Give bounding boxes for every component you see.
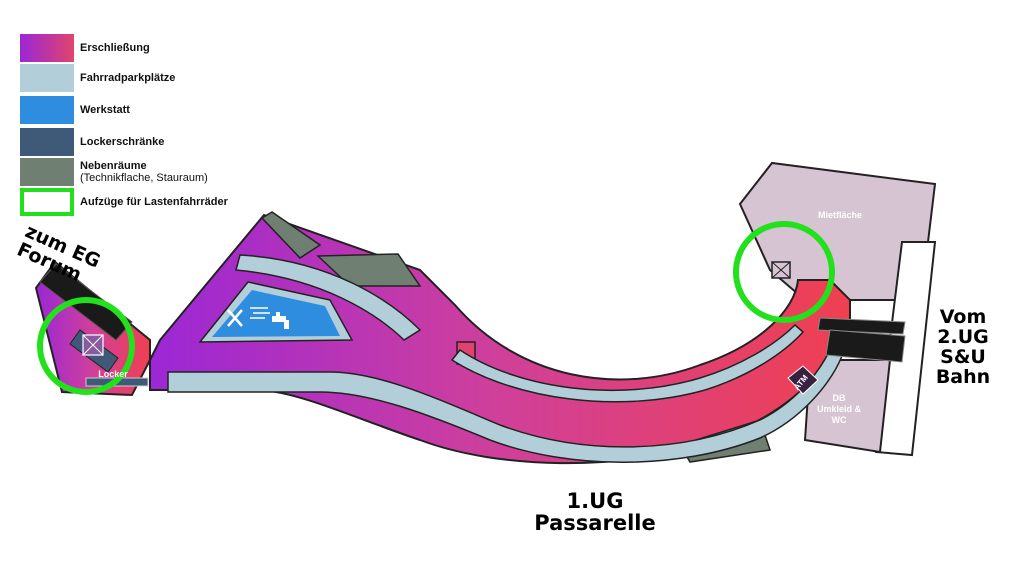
legend-item-fahrradparkplaetze: Fahrradparkplätze: [20, 64, 175, 92]
label-db-umkleid: DB Umkleid & WC: [816, 393, 861, 425]
legend-swatch-aufzug: [20, 188, 74, 216]
legend-label: Erschließung: [80, 42, 150, 54]
legend-item-lockerschraenke: Lockerschränke: [20, 128, 164, 156]
fahrrad-inner-upper: [450, 323, 805, 403]
legend-item-werkstatt: Werkstatt: [20, 96, 130, 124]
lastenrad-elevator-circle-left: [37, 297, 135, 395]
locker-block-right-2: [825, 329, 906, 363]
legend-swatch-locker: [20, 128, 74, 156]
legend-item-nebenraeume: Nebenräume (Technikflache, Stauraum): [20, 158, 208, 186]
label-vom-2ug: Vom 2.UG S&U Bahn: [935, 306, 991, 388]
atm-block: [787, 365, 819, 395]
legend-label: Lockerschränke: [80, 136, 165, 148]
tools-icon: [227, 309, 243, 327]
legend-sublabel: (Technikflache, Stauraum): [80, 172, 208, 184]
legend-item-erschliessung: Erschließung: [20, 34, 150, 62]
label-locker: Locker: [98, 369, 128, 379]
legend-item-aufzuege: Aufzüge für Lastenfahrräder: [20, 188, 228, 216]
legend-label: Nebenräume: [80, 160, 147, 172]
legend-label: Fahrradparkplätze: [80, 72, 176, 84]
water-tap-icon: [272, 312, 289, 329]
nebenraum-top: [260, 211, 322, 259]
legend-swatch-fahrrad: [20, 64, 74, 92]
legend-label: Werkstatt: [80, 104, 130, 116]
label-1ug-passarelle: 1.UG Passarelle: [534, 489, 656, 536]
lastenrad-elevator-circle-right: [733, 221, 835, 323]
air-pump-icon: [250, 307, 270, 319]
legend-swatch-neben: [20, 158, 74, 186]
legend-swatch-werkstatt: [20, 96, 74, 124]
nebenraum-upper-middle: [316, 253, 422, 287]
legend-label: Aufzüge für Lastenfahrräder: [80, 196, 228, 208]
legend-swatch-erschliessung: [20, 34, 74, 62]
locker-block-right-1: [817, 317, 906, 335]
label-mietflaeche: Mietfläche: [817, 210, 862, 220]
fahrrad-inner-curve: [235, 254, 422, 341]
